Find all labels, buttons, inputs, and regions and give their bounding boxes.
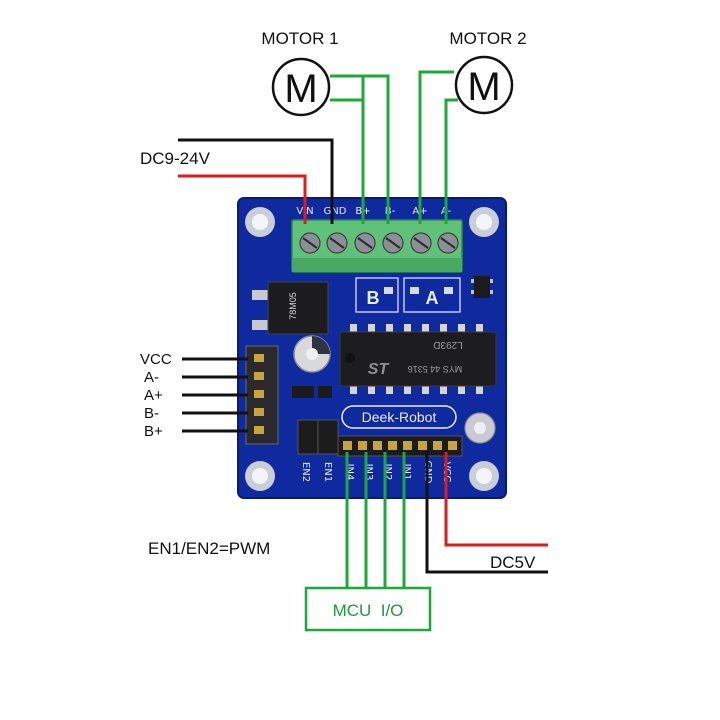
wire-5v-gnd (425, 452, 548, 574)
motor2-icon: M (454, 55, 514, 115)
led-icon (384, 287, 393, 294)
mcu-label: MCU I/O (333, 601, 404, 620)
left-pin-labels: VCC A- A+ B- B+ (140, 351, 172, 440)
wire-5v-vcc (444, 452, 548, 547)
terminal-label: GND (324, 206, 347, 217)
brand-label: Deek-Robot (362, 409, 437, 425)
pin-label: IN4 (344, 464, 355, 481)
pwm-note: EN1/EN2=PWM (148, 539, 270, 558)
motor1-label: MOTOR 1 (261, 29, 338, 48)
wire-motor1-b (330, 74, 390, 224)
pin-label: EN1 (322, 462, 333, 482)
left-pin-label: A+ (144, 387, 163, 404)
channel-b-marker: B (355, 277, 399, 313)
st-logo-icon: ST (368, 361, 390, 378)
smd-diode-icon (318, 386, 332, 398)
left-pin-label: B- (144, 405, 159, 422)
channel-a-label: A (426, 288, 439, 308)
terminal-label: B- (385, 206, 396, 217)
left-pin-label: VCC (140, 351, 172, 368)
small-capacitor-icon (464, 412, 496, 444)
pin-label: IN2 (382, 464, 393, 481)
mounting-hole-bl-icon (245, 461, 275, 491)
motor2-symbol: M (467, 65, 500, 109)
capacitor-icon (293, 335, 331, 373)
wire-gnd-black (178, 138, 334, 224)
mounting-hole-tl-icon (245, 207, 275, 237)
mounting-hole-br-icon (469, 461, 499, 491)
voltage-regulator: 78M05 (252, 281, 329, 335)
pin-label: IN3 (363, 464, 374, 481)
led-icon (410, 287, 419, 294)
motor1-symbol: M (284, 67, 317, 111)
mounting-hole-tr-icon (469, 207, 499, 237)
left-pin-label: B+ (144, 423, 163, 440)
led-icon (444, 287, 453, 294)
screw-terminal-block (291, 219, 463, 273)
driver-board: VIN GND B+ B- A+ A- B (237, 197, 507, 499)
brand-badge: Deek-Robot (341, 405, 457, 429)
wire-vin-red (178, 174, 307, 224)
smd-diode-icon (292, 386, 314, 398)
motor2-label: MOTOR 2 (449, 29, 526, 48)
wires (178, 70, 548, 590)
wire-motor2-a (418, 70, 454, 224)
wire-motor2-b (444, 98, 458, 224)
left-pin-header (245, 345, 279, 445)
power-in-label: DC9-24V (140, 149, 211, 168)
chip-label: L293D (433, 339, 462, 350)
pin-label: IN1 (401, 464, 412, 481)
l293d-chip: L293D MYS 44 5316 ST (339, 324, 497, 394)
pin-label: EN2 (300, 462, 311, 482)
chip-code: MYS 44 5316 (408, 364, 463, 374)
logic-power-label: DC5V (490, 553, 536, 572)
mcu-io-box: MCU I/O (304, 586, 432, 632)
smd-resistor-array-icon (471, 276, 493, 298)
left-pin-label: A- (144, 369, 159, 386)
bottom-pin-header (337, 435, 463, 457)
motor1-icon: M (271, 57, 331, 117)
channel-a-marker: A (403, 277, 461, 313)
channel-b-label: B (367, 288, 380, 308)
regulator-label: 78M05 (288, 292, 298, 320)
